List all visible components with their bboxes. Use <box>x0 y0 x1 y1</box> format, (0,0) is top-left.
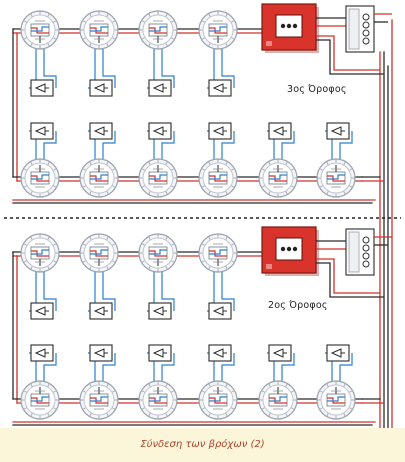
smoke-detector-icon <box>198 380 238 420</box>
line-isolator-icon <box>89 79 113 97</box>
caption-bar <box>0 428 405 462</box>
smoke-detector-icon <box>258 380 298 420</box>
smoke-detector-icon <box>79 10 119 50</box>
smoke-detector-icon <box>198 233 238 273</box>
line-isolator-icon <box>208 79 232 97</box>
wiring-diagram <box>4 3 401 428</box>
line-isolator-icon <box>148 344 172 362</box>
line-isolator-icon <box>268 344 292 362</box>
smoke-detector-icon <box>79 380 119 420</box>
line-isolator-icon <box>89 302 113 320</box>
smoke-detector-icon <box>20 10 60 50</box>
smoke-detector-icon <box>138 380 178 420</box>
smoke-detector-icon <box>138 233 178 273</box>
interface-module-icon <box>345 228 375 276</box>
line-isolator-icon <box>326 122 350 140</box>
line-isolator-icon <box>208 122 232 140</box>
line-isolator-icon <box>30 344 54 362</box>
smoke-detector-icon <box>198 158 238 198</box>
floor-label-2: 2ος Όροφος <box>268 300 328 311</box>
interface-module-icon <box>345 5 375 53</box>
smoke-detector-icon <box>138 158 178 198</box>
smoke-detector-icon <box>20 233 60 273</box>
line-isolator-icon <box>30 122 54 140</box>
line-isolator-icon <box>148 79 172 97</box>
line-isolator-icon <box>30 79 54 97</box>
smoke-detector-icon <box>20 158 60 198</box>
line-isolator-icon <box>148 302 172 320</box>
line-isolator-icon <box>89 344 113 362</box>
floor-label-3: 3ος Όροφος <box>287 84 347 95</box>
manual-call-point-icon <box>261 226 319 276</box>
line-isolator-icon <box>268 122 292 140</box>
smoke-detector-icon <box>316 380 356 420</box>
line-isolator-icon <box>208 344 232 362</box>
smoke-detector-icon <box>316 158 356 198</box>
line-isolator-icon <box>148 122 172 140</box>
figure-caption: Σύνδεση των βρόχων (2) <box>140 439 265 450</box>
smoke-detector-icon <box>198 10 238 50</box>
smoke-detector-icon <box>138 10 178 50</box>
smoke-detector-icon <box>20 380 60 420</box>
manual-call-point-icon <box>261 3 319 53</box>
smoke-detector-icon <box>79 233 119 273</box>
line-isolator-icon <box>89 122 113 140</box>
line-isolator-icon <box>208 302 232 320</box>
smoke-detector-icon <box>79 158 119 198</box>
line-isolator-icon <box>30 302 54 320</box>
smoke-detector-icon <box>258 158 298 198</box>
line-isolator-icon <box>326 344 350 362</box>
